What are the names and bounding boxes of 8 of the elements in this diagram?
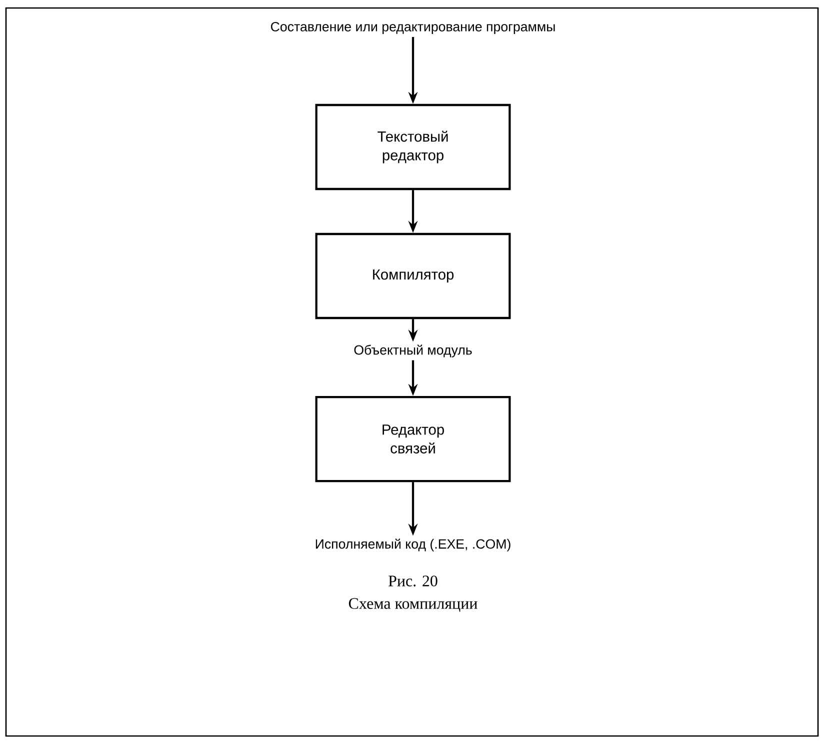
process-box: Текстовый редактор [315, 104, 511, 190]
caption: Схема компиляции [348, 598, 478, 612]
process-box: Редактор связей [315, 396, 511, 482]
figure-number: Рис. 20 [388, 576, 438, 586]
text-label: Исполняемый код (.EXE, .COM) [316, 538, 510, 552]
process-box: Компилятор [315, 232, 511, 320]
text-label: Составление или редактирование программы [270, 22, 555, 34]
text-label: Объектный модуль [354, 344, 472, 358]
